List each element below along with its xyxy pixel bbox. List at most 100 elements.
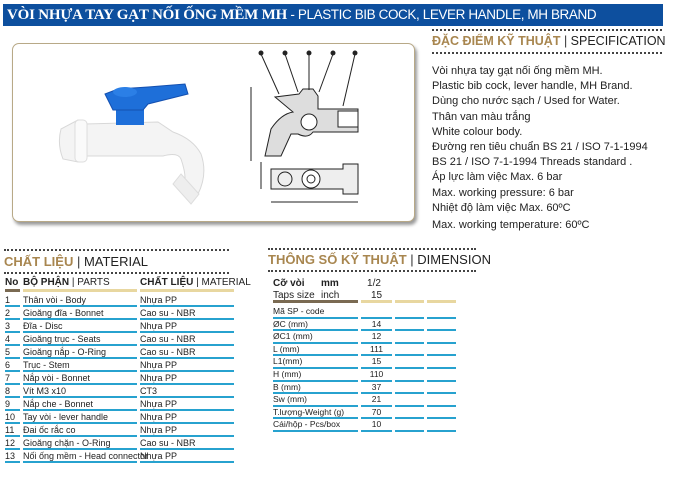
empty-cell [427, 419, 456, 432]
empty-cell [395, 382, 424, 395]
table-row: Sw (mm)21 [273, 394, 459, 407]
dim-label: ØC (mm) [273, 319, 358, 332]
part-name: Trục - Stem [23, 359, 137, 372]
title-bar: VÒI NHỰA TAY GẠT NỐI ỐNG MỀM MH - PLASTI… [3, 4, 663, 26]
spec-line: Nhiệt độ làm việc Max. 60ºC [432, 201, 571, 214]
empty-cell [427, 344, 456, 357]
empty-cell [395, 394, 424, 407]
dim-value [361, 306, 392, 319]
col-parts: BỘ PHẬN | PARTS [23, 276, 137, 292]
spec-line: Dùng cho nước sạch / Used for Water. [432, 95, 620, 108]
dim-label: B (mm) [273, 382, 358, 395]
dim-value: 70 [361, 407, 392, 420]
part-no: 3 [5, 320, 20, 333]
empty-cell [395, 319, 424, 332]
unit-inch: inch [321, 290, 340, 301]
empty-cell [427, 306, 456, 319]
part-no: 10 [5, 411, 20, 424]
material-table: No BỘ PHẬN | PARTS CHẤT LIỆU | MATERIAL … [5, 276, 251, 463]
spec-line: BS 21 / ISO 7-1-1994 Threads standard . [432, 156, 633, 169]
part-name: Vít M3 x10 [23, 385, 137, 398]
spec-line: Plastic bib cock, lever handle, MH Brand… [432, 80, 633, 93]
size-mm: 1/2 [367, 278, 381, 289]
table-row: L1(mm)15 [273, 356, 459, 369]
dimension-heading: THÔNG SỐ KỸ THUẬT | DIMENSION [268, 252, 491, 267]
product-illustration [58, 50, 359, 205]
col-sep: | [69, 277, 78, 288]
empty-cell [395, 290, 424, 303]
dim-value: 12 [361, 331, 392, 344]
col-mat-en: MATERIAL [201, 277, 251, 288]
dim-value: 15 [361, 356, 392, 369]
table-row: B (mm)37 [273, 382, 459, 395]
part-material: Nhựa PP [140, 450, 234, 463]
part-material: Nhựa PP [140, 359, 234, 372]
product-image-panel [12, 43, 415, 222]
dim-label: Cái/hộp - Pcs/box [273, 419, 358, 432]
empty-cell [427, 356, 456, 369]
part-name: Tay vòi - lever handle [23, 411, 137, 424]
part-no: 8 [5, 385, 20, 398]
empty-cell [427, 394, 456, 407]
part-material: CT3 [140, 385, 234, 398]
heading-en: SPECIFICATION [570, 34, 666, 48]
empty-cell [395, 331, 424, 344]
dim-label: H (mm) [273, 369, 358, 382]
title-en: - PLASTIC BIB COCK, LEVER HANDLE, MH BRA… [287, 7, 597, 22]
table-header: No BỘ PHẬN | PARTS CHẤT LIỆU | MATERIAL [5, 276, 251, 294]
heading-en: MATERIAL [83, 254, 149, 269]
col-sep: | [193, 277, 202, 288]
divider [268, 248, 476, 250]
part-no: 6 [5, 359, 20, 372]
col-mat-vn: CHẤT LIỆU [140, 277, 194, 288]
empty-cell [427, 290, 456, 303]
part-material: Nhựa PP [140, 411, 234, 424]
heading-en: DIMENSION [417, 252, 491, 267]
spec-line: Đường ren tiêu chuẩn BS 21 / ISO 7-1-199… [432, 141, 648, 154]
spec-line: Max. working temperature: 60ºC [432, 219, 590, 232]
divider [268, 270, 476, 272]
dim-value: 10 [361, 419, 392, 432]
dim-value: 21 [361, 394, 392, 407]
part-material: Nhựa PP [140, 320, 234, 333]
spec-line: Vòi nhựa tay gạt nối ống mềm MH. [432, 65, 603, 77]
part-material: Cao su - NBR [140, 346, 234, 359]
part-no: 13 [5, 450, 20, 463]
dim-value: 110 [361, 369, 392, 382]
empty-cell [395, 344, 424, 357]
dim-label: Sw (mm) [273, 394, 358, 407]
heading-vn: THÔNG SỐ KỸ THUẬT [268, 252, 407, 267]
title-vn: VÒI NHỰA TAY GẠT NỐI ỐNG MỀM MH [7, 7, 288, 23]
divider [432, 52, 662, 54]
part-material: Nhựa PP [140, 294, 234, 307]
empty-cell [395, 369, 424, 382]
dim-value: 111 [361, 344, 392, 357]
part-no: 9 [5, 398, 20, 411]
specification-heading: ĐẶC ĐIỂM KỸ THUẬT | SPECIFICATION [432, 34, 666, 48]
part-name: Thân vòi - Body [23, 294, 137, 307]
heading-vn: CHẤT LIỆU [4, 254, 74, 269]
empty-cell [427, 331, 456, 344]
part-name: Nắp vòi - Bonnet [23, 372, 137, 385]
dim-label: L (mm) [273, 344, 358, 357]
part-material: Nhựa PP [140, 424, 234, 437]
part-no: 1 [5, 294, 20, 307]
part-material: Nhựa PP [140, 398, 234, 411]
dim-label: L1(mm) [273, 356, 358, 369]
technical-drawing [250, 50, 359, 203]
table-row: ØC (mm)14 [273, 319, 459, 332]
part-material: Cao su - NBR [140, 437, 234, 450]
table-row: ØC1 (mm)12 [273, 331, 459, 344]
size-inch: 15 [361, 290, 392, 303]
part-name: Gioăng đĩa - Bonnet [23, 307, 137, 320]
empty-cell [395, 306, 424, 319]
part-no: 7 [5, 372, 20, 385]
part-material: Nhựa PP [140, 372, 234, 385]
